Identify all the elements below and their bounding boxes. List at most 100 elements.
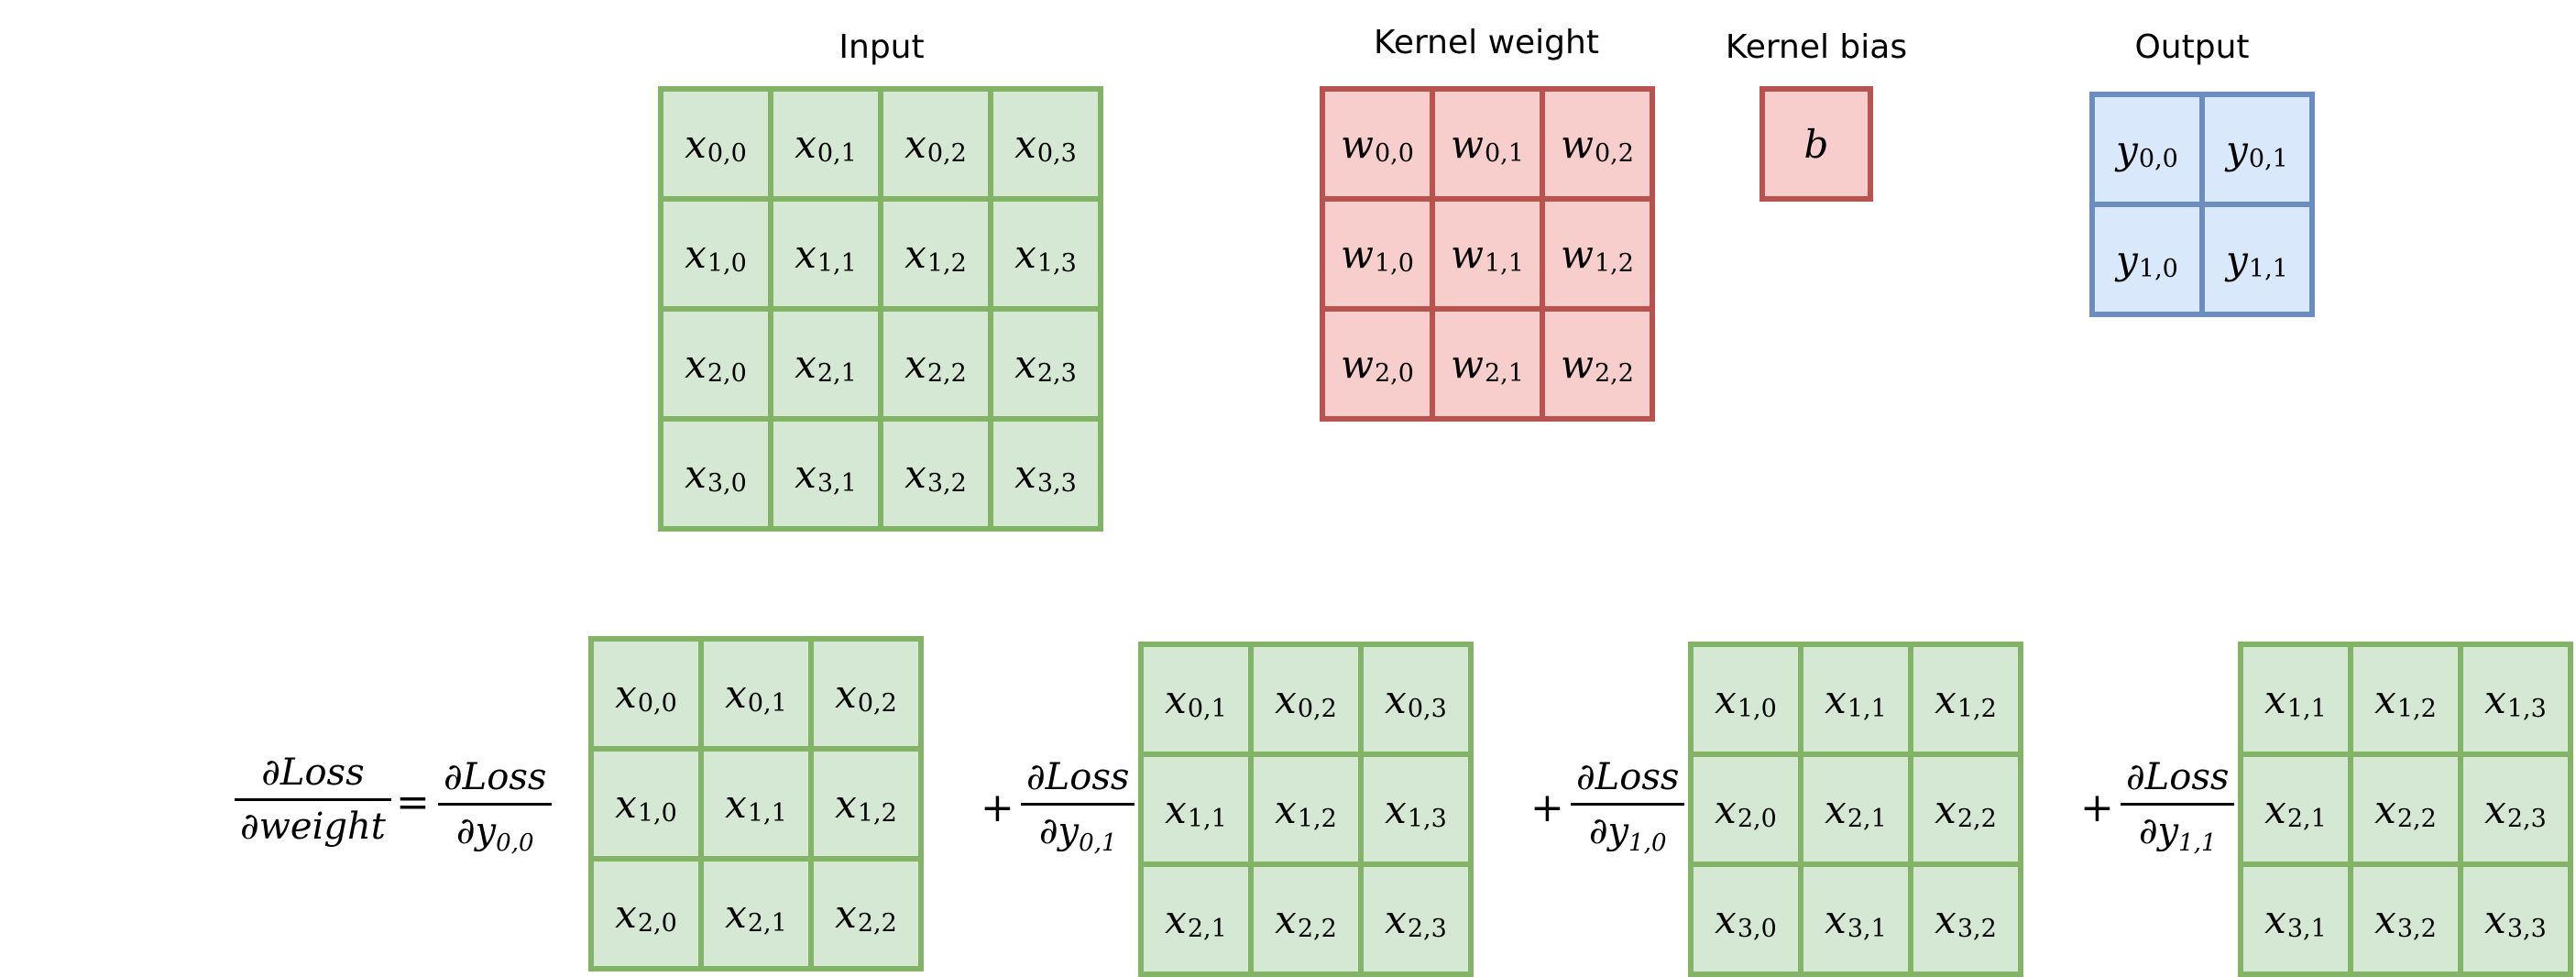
cell-subscript: 2,1 [747,908,787,938]
plus-sign: + [1530,785,1564,831]
cell-variable: x [1014,121,1036,167]
cell-variable: x [2374,676,2396,722]
cell-variable: x [904,121,926,167]
cell-variable: x [1935,786,1957,832]
lhs-fraction: ∂Loss ∂weight [235,754,391,845]
term-3-numerator: ∂Loss [1576,756,1680,798]
term-4-numerator: ∂Loss [2126,756,2230,798]
cell-variable: x [1165,676,1187,722]
cell-subscript: 2,1 [1847,804,1887,833]
cell-subscript: 3,1 [817,468,857,498]
cell-variable: b [1803,121,1829,167]
cell-subscript: 2,2 [2396,804,2437,833]
cell-variable: x [795,231,817,277]
cell-variable: x [795,451,817,497]
cell-subscript: 0,0 [2138,144,2178,173]
cell-subscript: 0,1 [1187,694,1227,723]
cell-variable: w [1561,341,1594,387]
cell-variable: x [1825,896,1847,942]
cell-variable: w [1451,341,1484,387]
cell-variable: x [2484,896,2506,942]
fraction-bar [235,798,391,801]
cell-subscript: 1,1 [1847,694,1887,723]
cell-variable: x [1715,786,1737,832]
fraction-bar [438,803,553,806]
cell-subscript: 1,2 [1595,248,1634,278]
cell-variable: x [725,671,747,717]
term-4-denominator: ∂y1,1 [2138,810,2217,857]
cell-subscript: 2,2 [1595,358,1634,388]
term-3-coefficient: ∂Loss ∂y1,0 [1571,756,1685,855]
cell-subscript: 0,1 [747,688,787,718]
plus-sign: + [981,785,1014,831]
cell-variable: x [685,451,707,497]
fraction-bar [1571,803,1685,806]
cell-subscript: 2,1 [817,358,857,388]
cell-subscript: 1,2 [1297,804,1337,833]
cell-subscript: 2,0 [637,908,677,938]
cell-variable: x [835,781,857,827]
cell-subscript: 0,0 [637,688,677,718]
input-title: Input [839,28,925,66]
cell-variable: y [2116,236,2138,282]
cell-subscript: 1,1 [747,798,787,828]
cell-subscript: 0,2 [857,688,897,718]
cell-variable: x [1385,896,1407,942]
cell-variable: x [835,891,857,937]
cell-variable: x [904,341,926,387]
cell-subscript: 3,2 [926,468,967,498]
cell-variable: x [2374,896,2396,942]
cell-subscript: 2,2 [1297,914,1337,943]
fraction-bar [1021,803,1135,806]
cell-subscript: 0,1 [817,138,857,168]
cell-subscript: 3,2 [2396,914,2437,943]
cell-subscript: 3,0 [1737,914,1777,943]
cell-variable: x [1014,451,1036,497]
cell-subscript: 0,3 [1407,694,1447,723]
equals-sign: = [396,779,430,826]
cell-variable: x [795,121,817,167]
cell-subscript: 1,1 [817,248,857,278]
cell-variable: x [2264,896,2286,942]
cell-variable: w [1341,121,1374,167]
cell-subscript: 2,0 [1375,358,1414,388]
cell-variable: x [2264,786,2286,832]
cell-variable: x [835,671,857,717]
cell-variable: w [1451,231,1484,277]
cell-subscript: 1,0 [707,248,747,278]
cell-variable: w [1341,231,1374,277]
